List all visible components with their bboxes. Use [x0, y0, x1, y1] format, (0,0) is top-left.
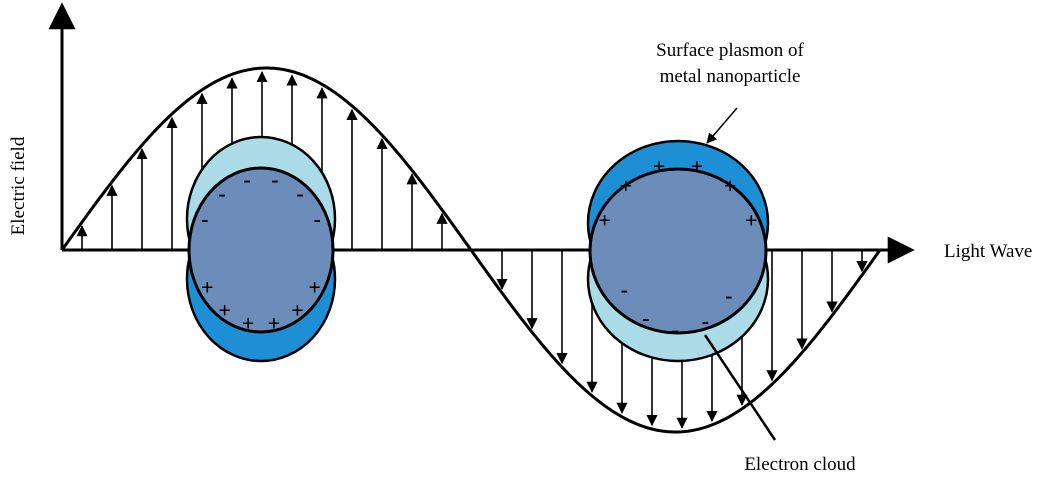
right-bottom-sign-1: -: [642, 305, 649, 330]
right-top-sign-1: +: [620, 173, 633, 198]
particle-right: ++++++ -----: [586, 139, 770, 363]
left-top-sign-3: -: [271, 167, 278, 192]
right-bottom-sign-0: -: [621, 277, 628, 302]
x-axis-label: Light Wave: [944, 241, 1032, 262]
electron-cloud-label: Electron cloud: [744, 454, 856, 475]
left-core: [187, 166, 335, 334]
right-top-sign-3: +: [691, 154, 704, 179]
plasmon-label-line2: metal nanoparticle: [660, 66, 801, 87]
left-top-sign-2: -: [243, 167, 250, 192]
left-top-sign-0: -: [201, 207, 208, 232]
left-bottom-sign-4: +: [291, 298, 304, 323]
left-top-sign-1: -: [218, 181, 225, 206]
right-core: [588, 167, 768, 335]
left-top-sign-5: -: [314, 207, 321, 232]
right-top-sign-5: +: [745, 208, 758, 233]
right-negative-charges: -----: [621, 277, 733, 342]
left-negative-charges: ------: [201, 167, 321, 232]
right-bottom-sign-3: -: [702, 309, 709, 334]
left-bottom-sign-3: +: [268, 310, 281, 335]
particle-left: ------ ++++++: [185, 135, 337, 363]
right-top-sign-4: +: [724, 173, 737, 198]
plasmon-label-line1: Surface plasmon of: [656, 40, 804, 61]
left-bottom-sign-2: +: [242, 310, 255, 335]
left-bottom-sign-5: +: [308, 275, 321, 300]
left-bottom-sign-0: +: [201, 275, 214, 300]
right-top-sign-2: +: [653, 154, 666, 179]
electron-cloud-pointer: [703, 334, 777, 441]
left-positive-charges: ++++++: [201, 275, 321, 336]
plasmon-pointer: [706, 107, 738, 144]
right-positive-charges: + + + + + +: [598, 154, 757, 233]
y-axis-label: Electric field: [8, 136, 29, 235]
left-top-sign-4: -: [296, 181, 303, 206]
right-bottom-sign-4: -: [725, 283, 732, 308]
left-bottom-sign-1: +: [218, 298, 231, 323]
right-bottom-sign-2: -: [672, 317, 679, 342]
right-top-sign-0: +: [598, 208, 611, 233]
